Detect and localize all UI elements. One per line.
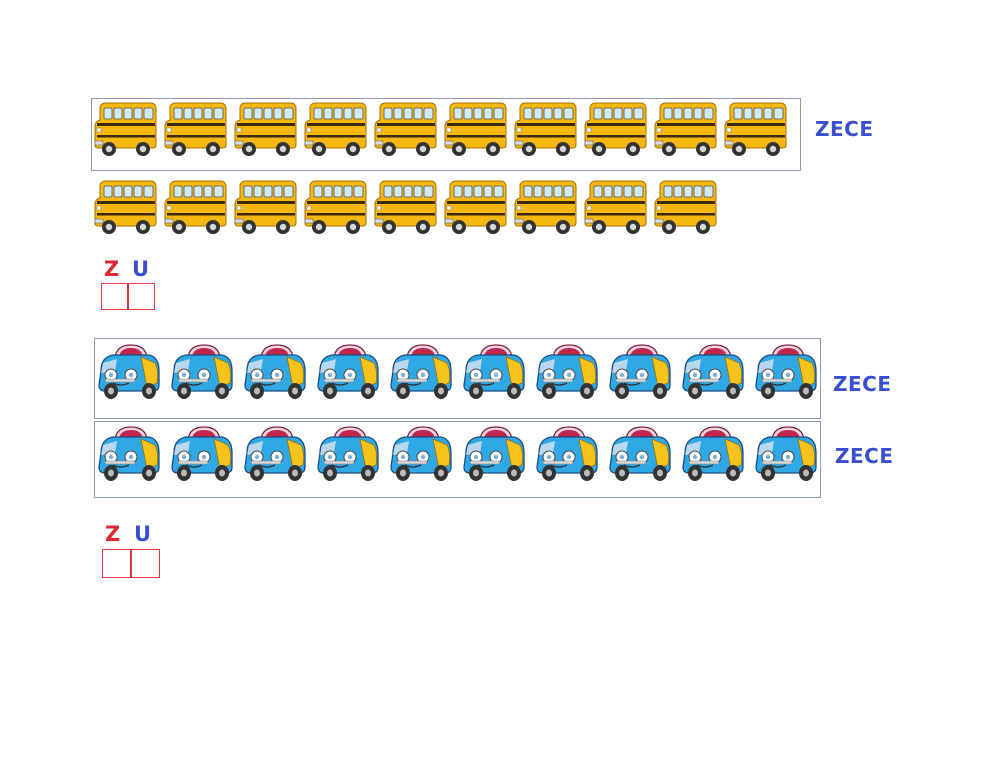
- u-answer-box-cars[interactable]: [131, 549, 160, 578]
- zece-label-bus-row-1: ZECE: [815, 117, 874, 141]
- blue-car-icon: [754, 423, 818, 483]
- school-bus-icon: [374, 179, 438, 237]
- z-label-cars: Z: [105, 522, 121, 546]
- blue-car-icon: [608, 423, 672, 483]
- blue-car-icon: [608, 341, 672, 401]
- blue-car-icon: [243, 423, 307, 483]
- school-bus-icon: [164, 179, 228, 237]
- car-row-2-frame: [94, 421, 821, 498]
- blue-car-icon: [170, 341, 234, 401]
- school-bus-icon: [654, 179, 718, 237]
- school-bus-icon: [94, 101, 158, 159]
- blue-car-icon: [462, 423, 526, 483]
- school-bus-icon: [94, 179, 158, 237]
- car-row-2: [97, 423, 818, 483]
- blue-car-icon: [97, 423, 161, 483]
- school-bus-icon: [444, 101, 508, 159]
- blue-car-icon: [681, 341, 745, 401]
- school-bus-icon: [234, 179, 298, 237]
- school-bus-icon: [724, 101, 788, 159]
- zece-label-car-row-2: ZECE: [835, 444, 894, 468]
- school-bus-icon: [654, 101, 718, 159]
- school-bus-icon: [164, 101, 228, 159]
- school-bus-icon: [374, 101, 438, 159]
- school-bus-icon: [514, 179, 578, 237]
- school-bus-icon: [304, 101, 368, 159]
- zece-label-car-row-1: ZECE: [833, 372, 892, 396]
- blue-car-icon: [389, 423, 453, 483]
- blue-car-icon: [754, 341, 818, 401]
- blue-car-icon: [97, 341, 161, 401]
- car-row-1: [97, 341, 818, 401]
- blue-car-icon: [170, 423, 234, 483]
- blue-car-icon: [681, 423, 745, 483]
- school-bus-icon: [584, 101, 648, 159]
- blue-car-icon: [389, 341, 453, 401]
- blue-car-icon: [462, 341, 526, 401]
- blue-car-icon: [316, 341, 380, 401]
- blue-car-icon: [316, 423, 380, 483]
- school-bus-icon: [304, 179, 368, 237]
- bus-row-1: [94, 101, 788, 159]
- blue-car-icon: [243, 341, 307, 401]
- u-label-cars: U: [134, 522, 152, 546]
- z-label-buses: Z: [104, 257, 120, 281]
- blue-car-icon: [535, 341, 599, 401]
- u-label-buses: U: [132, 257, 150, 281]
- school-bus-icon: [444, 179, 508, 237]
- school-bus-icon: [234, 101, 298, 159]
- school-bus-icon: [584, 179, 648, 237]
- z-answer-box-buses[interactable]: [101, 283, 128, 310]
- bus-row-2: [94, 179, 718, 237]
- z-answer-box-cars[interactable]: [102, 549, 131, 578]
- car-row-1-frame: [94, 338, 821, 419]
- u-answer-box-buses[interactable]: [128, 283, 155, 310]
- blue-car-icon: [535, 423, 599, 483]
- school-bus-icon: [514, 101, 578, 159]
- bus-row-1-frame: [91, 98, 801, 171]
